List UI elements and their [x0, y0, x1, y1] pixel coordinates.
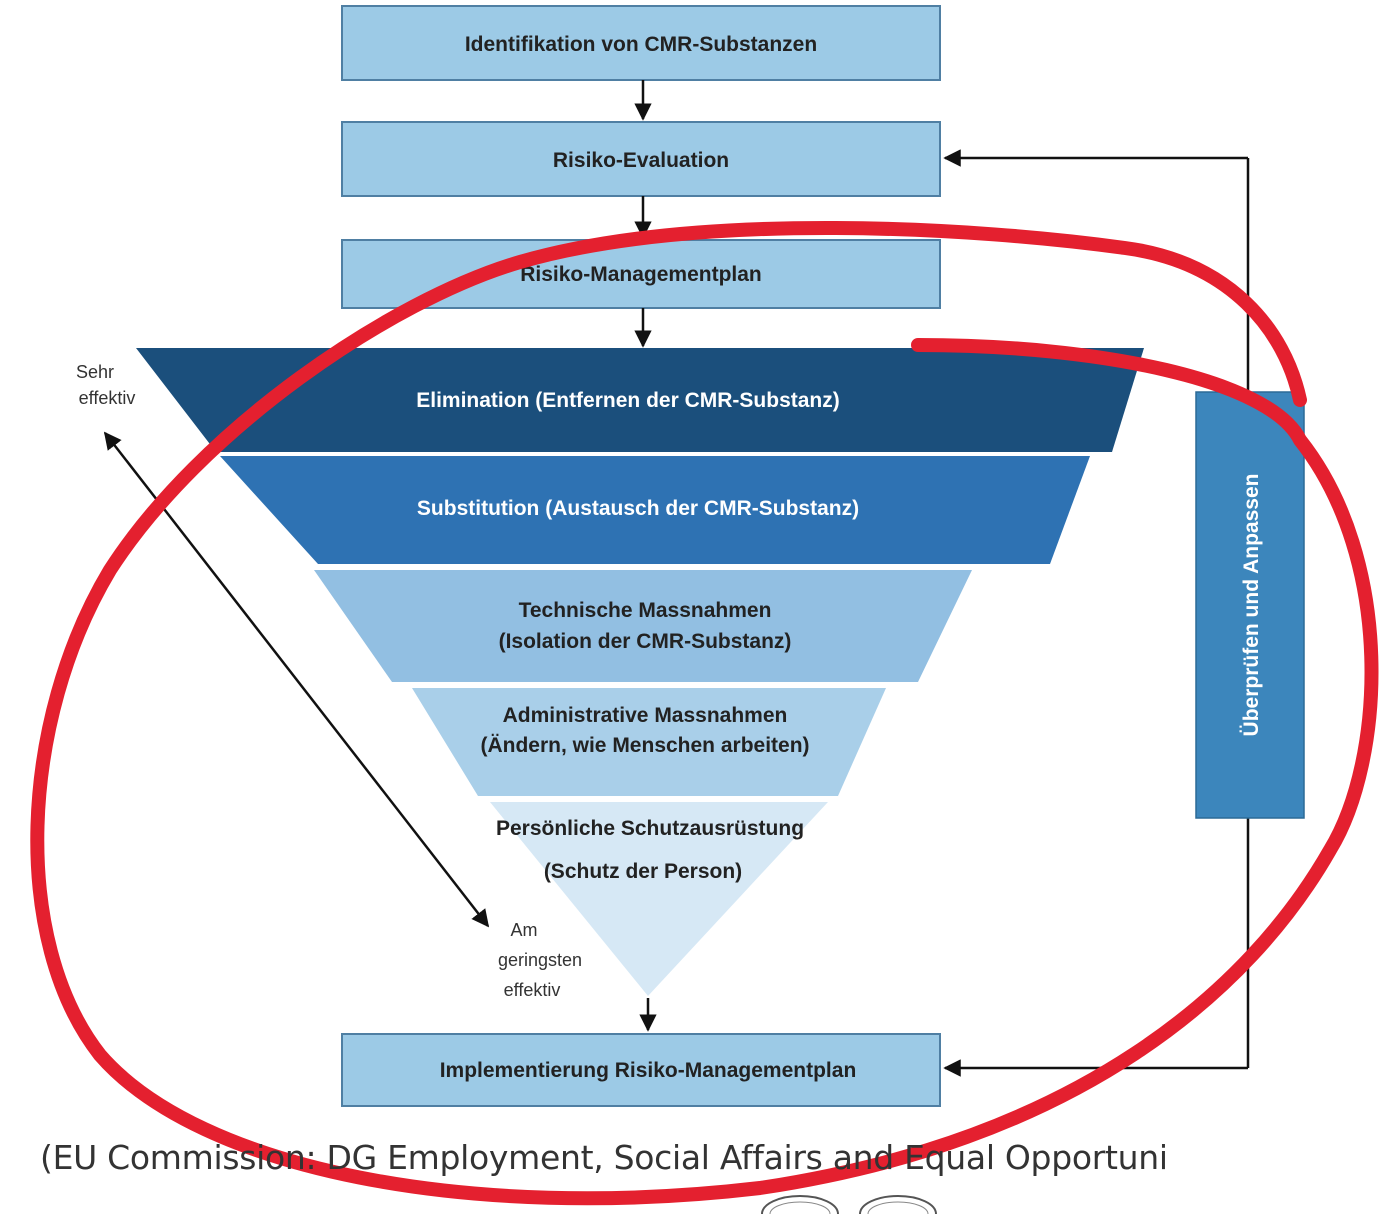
layer-label-ppe: Persönliche Schutzausrüstung (Schutz der… [496, 817, 804, 883]
box-plan-label: Risiko-Managementplan [520, 263, 762, 286]
box-implementation: Implementierung Risiko-Managementplan [341, 1033, 941, 1107]
layer-label-elimination: Elimination (Entfernen der CMR-Substanz) [416, 389, 840, 412]
layer-technical-line-1: Technische Massnahmen [519, 599, 772, 622]
effectiveness-top-line-1: Sehr [76, 362, 114, 382]
box-evaluation-label: Risiko-Evaluation [553, 149, 729, 172]
effectiveness-top-line-2: effektiv [79, 388, 136, 408]
layer-elimination-line-1: Elimination (Entfernen der CMR-Substanz) [416, 389, 840, 412]
effectiveness-bottom-line-3: effektiv [504, 980, 561, 1000]
box-evaluation: Risiko-Evaluation [341, 121, 941, 197]
layer-label-technical: Technische Massnahmen (Isolation der CMR… [499, 599, 792, 653]
review-adjust-label: Überprüfen und Anpassen [1240, 474, 1263, 737]
layer-ppe-line-2: (Schutz der Person) [544, 860, 742, 883]
review-adjust-bar [1195, 391, 1305, 819]
layer-elimination [136, 348, 1144, 452]
box-implementation-label: Implementierung Risiko-Managementplan [440, 1059, 857, 1082]
layer-label-administrative: Administrative Massnahmen (Ändern, wie M… [480, 704, 809, 757]
layer-technical-line-2: (Isolation der CMR-Substanz) [499, 630, 792, 653]
feedback-loop: Überprüfen und Anpassen [943, 149, 1305, 1077]
layer-administrative-line-1: Administrative Massnahmen [503, 704, 788, 727]
layer-technical [314, 570, 972, 682]
seal-logo-left [761, 1195, 839, 1214]
layer-administrative-line-2: (Ändern, wie Menschen arbeiten) [480, 734, 809, 757]
layer-substitution-line-1: Substitution (Austausch der CMR-Substanz… [417, 497, 859, 520]
box-identification: Identifikation von CMR-Substanzen [341, 5, 941, 81]
layer-label-substitution: Substitution (Austausch der CMR-Substanz… [417, 497, 859, 520]
box-identification-label: Identifikation von CMR-Substanzen [465, 33, 817, 56]
layer-ppe [490, 802, 828, 996]
layer-ppe-line-1: Persönliche Schutzausrüstung [496, 817, 804, 840]
red-annotation-circle [30, 220, 1379, 1206]
seal-logo-right [859, 1195, 937, 1214]
effectiveness-indicator: Sehr effektiv Am geringsten effektiv [76, 362, 582, 1000]
source-caption: (EU Commission: DG Employment, Social Af… [40, 1138, 1168, 1177]
effectiveness-bottom-line-2: geringsten [498, 950, 582, 970]
layer-administrative [412, 688, 886, 796]
effectiveness-arrow [103, 431, 490, 928]
effectiveness-bottom-line-1: Am [511, 920, 538, 940]
